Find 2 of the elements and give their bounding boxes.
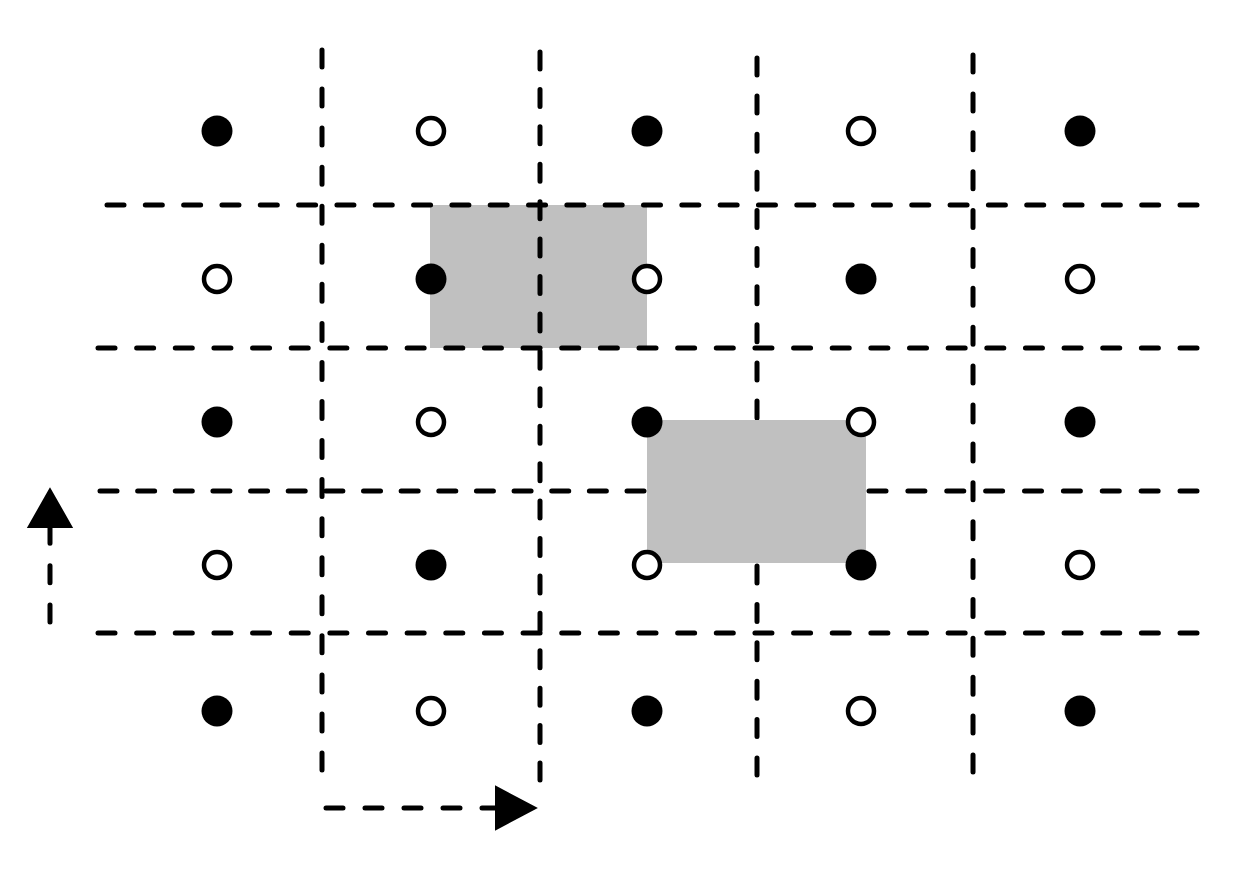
shaded-rectangle bbox=[647, 420, 866, 563]
shaded-rectangle bbox=[430, 205, 647, 348]
